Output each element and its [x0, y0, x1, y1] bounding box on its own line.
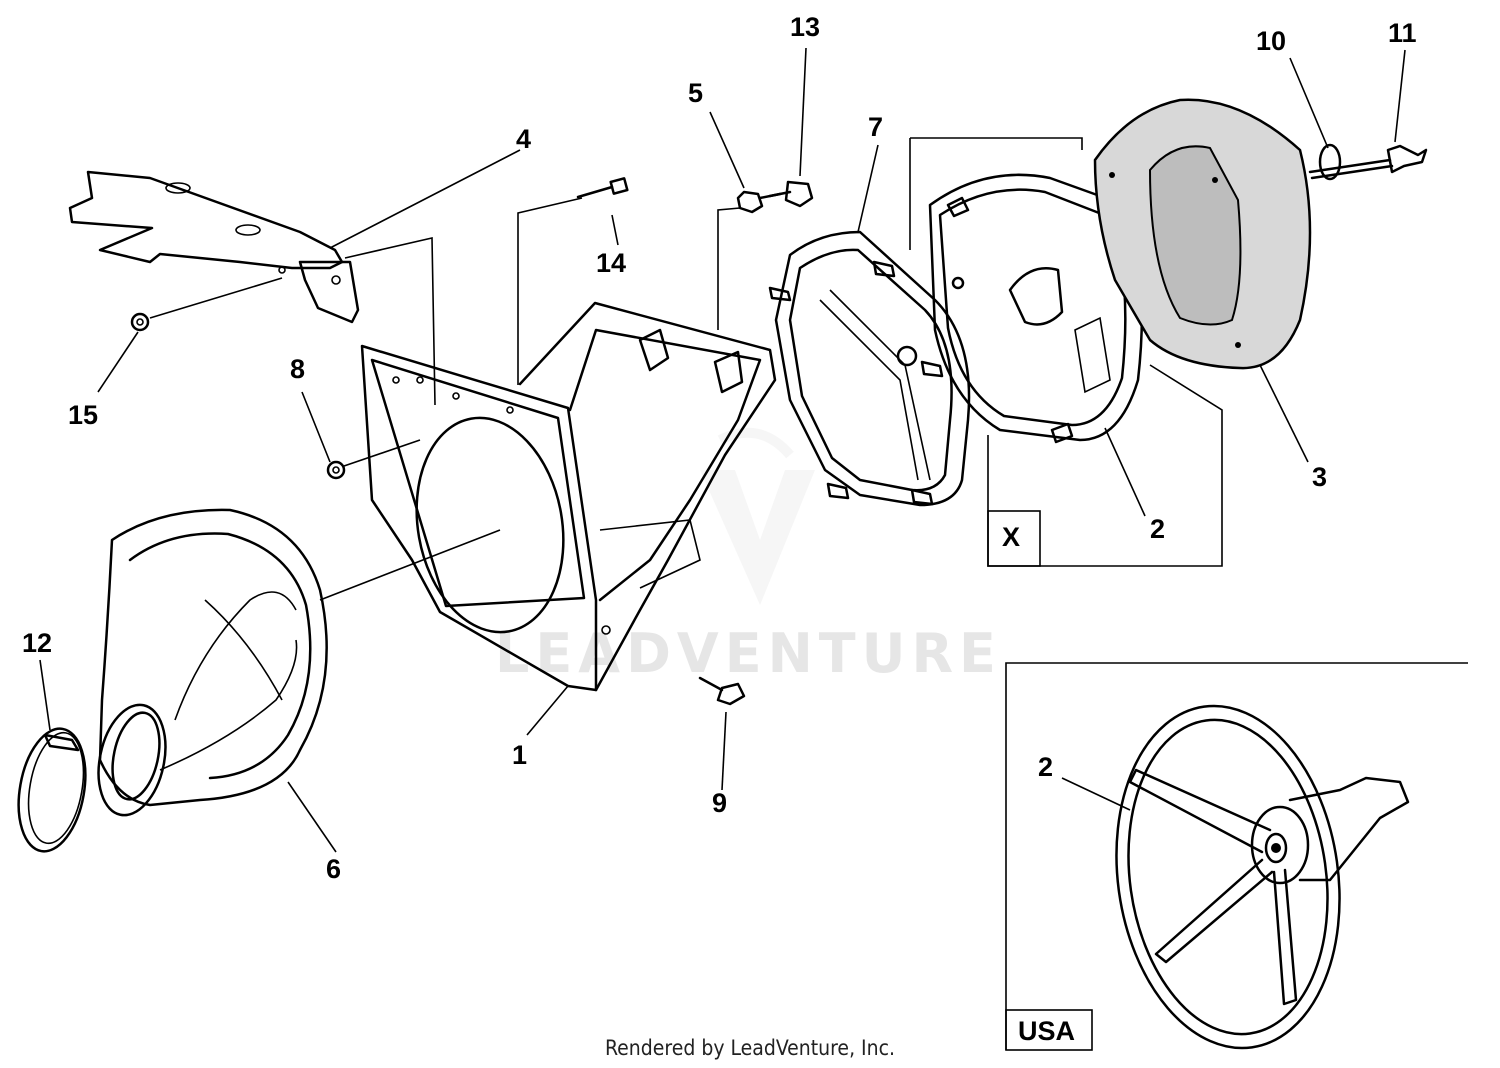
credit-footer: Rendered by LeadVenture, Inc. — [605, 1036, 895, 1060]
callout-11: 11 — [1388, 18, 1417, 48]
callout-14: 14 — [596, 248, 626, 278]
callout-4: 4 — [516, 124, 531, 154]
callout-12: 12 — [22, 628, 52, 658]
part-13-bolt — [768, 180, 814, 208]
part-2-intake-cover-usa — [1115, 704, 1410, 1050]
callout-6: 6 — [326, 854, 341, 884]
watermark-text: LEADVENTURE — [495, 622, 1002, 685]
usa-inset-label: USA — [1018, 1016, 1075, 1046]
part-14-stud-bolt — [576, 177, 629, 199]
callout-2-usa: 2 — [1038, 752, 1053, 782]
part-4-deflector-plate — [68, 170, 360, 324]
callout-9: 9 — [712, 788, 727, 818]
callout-13: 13 — [790, 12, 820, 42]
usa-leader-2 — [1061, 777, 1131, 811]
callout-15: 15 — [68, 400, 98, 430]
callout-2: 2 — [1150, 514, 1165, 544]
part-3-foam-filter — [1093, 98, 1312, 370]
callout-1: 1 — [512, 740, 527, 770]
x-inset-label: X — [1002, 522, 1020, 552]
part-11-wing-bolt — [1308, 144, 1428, 180]
part-12-hose-clamp — [17, 727, 87, 853]
part-6-discharge-elbow — [97, 508, 328, 817]
part-2-intake-cover-x — [928, 173, 1144, 444]
usa-inset-frame — [1005, 662, 1468, 1051]
part-9-bolt — [698, 676, 746, 706]
x-inset-bracket — [909, 137, 1223, 567]
part-10-washer — [1318, 143, 1342, 181]
watermark-logo — [700, 427, 815, 605]
callout-8: 8 — [290, 354, 305, 384]
part-8-nut — [326, 460, 346, 480]
part-15-nut — [130, 312, 150, 332]
part-7-gasket-plate — [768, 230, 971, 507]
callout-10: 10 — [1256, 26, 1286, 56]
callout-5: 5 — [688, 78, 703, 108]
leader-lines — [39, 47, 1406, 853]
callout-7: 7 — [868, 112, 883, 142]
callout-3: 3 — [1312, 462, 1327, 492]
